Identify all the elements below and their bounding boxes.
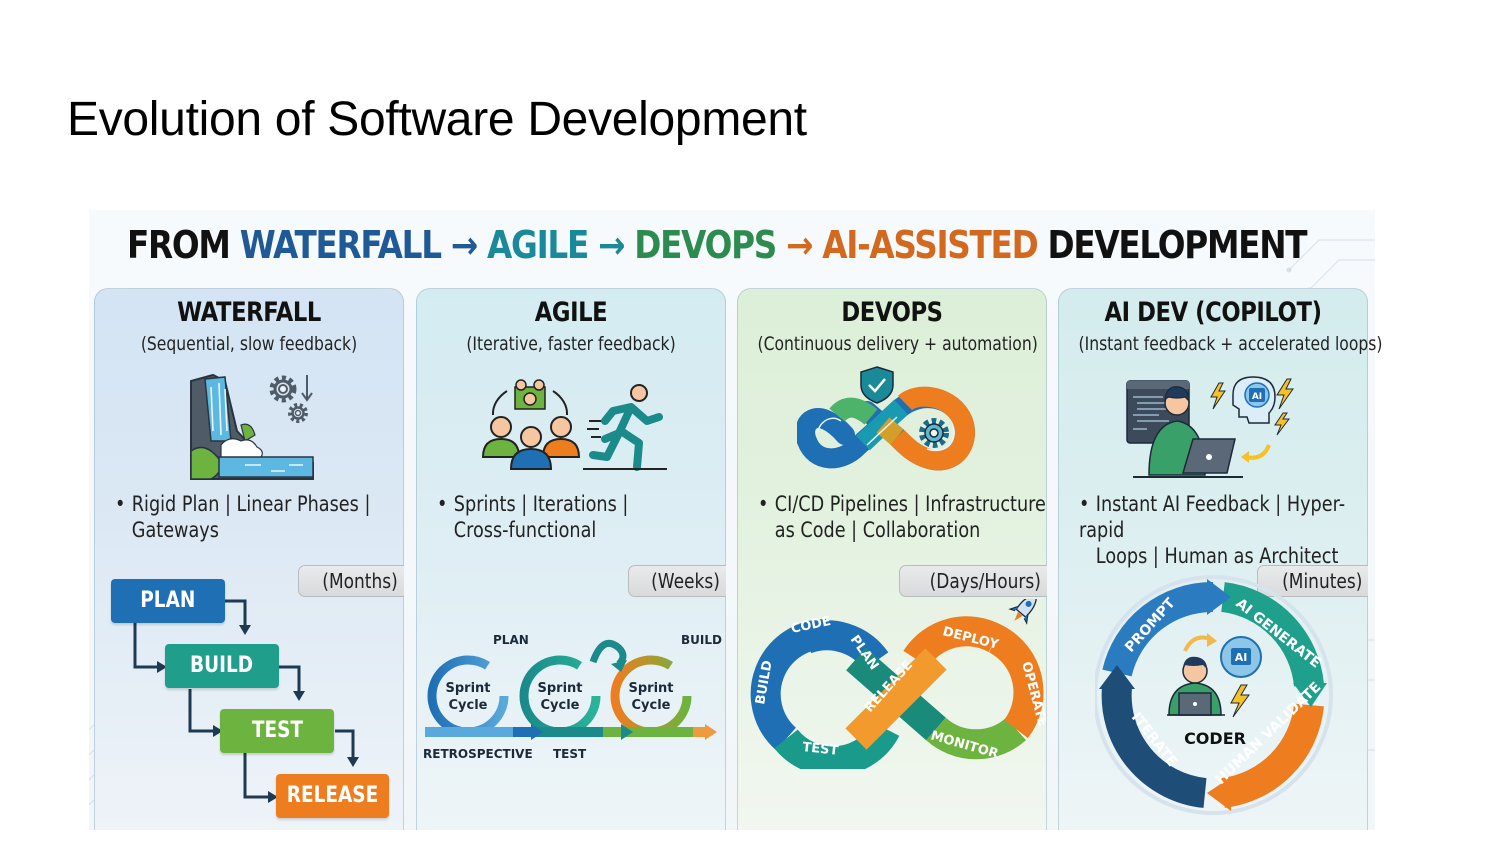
card-bullet: •Rigid Plan | Linear Phases | Gateways	[115, 491, 409, 543]
banner-arrow: →	[588, 223, 635, 267]
card-devops: DEVOPS (Continuous delivery + automation…	[737, 288, 1047, 830]
bullet-text: Instant AI Feedback | Hyper-rapid	[1079, 492, 1346, 542]
banner-from: FROM	[127, 223, 240, 267]
bullet-text: Cross-functional	[453, 518, 597, 542]
slide-title: Evolution of Software Development	[67, 93, 807, 146]
waterfall-flow-arrows	[133, 599, 359, 803]
banner-development: DEVELOPMENT	[1037, 223, 1308, 267]
bullet-dot: •	[115, 492, 126, 516]
timescale-badge: (Minutes)	[1256, 565, 1368, 597]
timescale-badge: (Days/Hours)	[899, 565, 1047, 597]
bullet-text: CI/CD Pipelines | Infrastructure	[774, 492, 1046, 516]
card-title: AI DEV (COPILOT)	[1104, 297, 1322, 328]
card-subtitle: (Iterative, faster feedback)	[466, 333, 676, 355]
svg-text:AI: AI	[1235, 651, 1248, 664]
bullet-text: Sprints | Iterations |	[453, 492, 629, 516]
svg-text:TEST: TEST	[802, 740, 839, 759]
timescale-badge: (Months)	[298, 565, 404, 597]
card-subtitle: (Sequential, slow feedback)	[140, 333, 358, 355]
card-title: AGILE	[534, 297, 608, 328]
card-ai-dev: AI DEV (COPILOT) (Instant feedback + acc…	[1058, 288, 1383, 830]
card-title: DEVOPS	[841, 297, 943, 328]
banner-arrow: →	[440, 223, 488, 267]
svg-text:BUILD: BUILD	[681, 634, 722, 647]
svg-text:Sprint: Sprint	[537, 681, 582, 696]
banner-devops: DEVOPS	[634, 223, 777, 267]
banner-waterfall: WATERFALL	[239, 223, 442, 267]
card-agile: AGILE (Iterative, faster feedback) •Spri…	[416, 288, 726, 830]
banner-ai-assisted: AI-ASSISTED	[822, 223, 1038, 267]
bullet-text: Loops | Human as Architect	[1095, 544, 1339, 568]
bullet-dot: •	[1079, 492, 1090, 516]
card-bullet: •CI/CD Pipelines | Infrastructure as Cod…	[758, 491, 1052, 543]
card-bullet: •Sprints | Iterations | Cross-functional	[437, 491, 731, 543]
svg-text:Cycle: Cycle	[632, 698, 671, 713]
waterfall-gears-icon	[190, 373, 315, 480]
svg-text:CODER: CODER	[1184, 729, 1246, 748]
bullet-text: as Code | Collaboration	[774, 518, 981, 542]
waterfall-step-build: BUILD	[165, 644, 279, 688]
card-subtitle: (Instant feedback + accelerated loops)	[1078, 333, 1383, 355]
svg-text:Cycle: Cycle	[449, 698, 488, 713]
bullet-text: Gateways	[131, 518, 219, 542]
card-title: WATERFALL	[177, 297, 321, 328]
svg-text:Cycle: Cycle	[541, 698, 580, 713]
infinity-shield-gear-icon	[797, 366, 975, 471]
svg-text:Sprint: Sprint	[445, 681, 490, 696]
timescale-badge: (Weeks)	[628, 565, 726, 597]
svg-text:Sprint: Sprint	[628, 681, 673, 696]
svg-text:PLAN: PLAN	[493, 634, 529, 647]
bullet-dot: •	[758, 492, 769, 516]
bullet-dot: •	[437, 492, 448, 516]
card-waterfall: WATERFALL (Sequential, slow feedback)	[94, 288, 404, 830]
card-bullet: •Instant AI Feedback | Hyper-rapid Loops…	[1079, 491, 1373, 569]
banner-arrow: →	[775, 223, 823, 267]
rocket-icon	[1008, 599, 1037, 625]
team-runner-icon	[481, 379, 667, 471]
svg-text:AI: AI	[1252, 392, 1262, 402]
infographic: FROM WATERFALL → AGILE → DEVOPS → AI-ASS…	[89, 210, 1383, 830]
sprint-cycles-diagram: Sprint Cycle Sprint Cycle Sprint Cycle P…	[423, 634, 722, 761]
ai-dev-cycle-diagram: PROMPT AI GENERATE HUMAN VALIDATE ITERAT…	[1095, 575, 1333, 815]
svg-text:TEST: TEST	[553, 747, 587, 761]
coder-ai-brain-icon: AI	[1126, 376, 1294, 478]
banner-agile: AGILE	[487, 223, 589, 267]
waterfall-step-test: TEST	[220, 709, 334, 753]
banner-heading: FROM WATERFALL → AGILE → DEVOPS → AI-ASS…	[127, 222, 1308, 268]
devops-infinity-loop: BUILD CODE PLAN RELEASE DEPLOY OPERATE M…	[750, 599, 1046, 769]
svg-text:RETROSPECTIVE: RETROSPECTIVE	[423, 747, 533, 761]
waterfall-step-release: RELEASE	[276, 774, 389, 818]
bullet-text: Rigid Plan | Linear Phases |	[131, 492, 371, 516]
card-subtitle: (Continuous delivery + automation)	[757, 333, 1038, 355]
waterfall-step-plan: PLAN	[111, 579, 225, 623]
